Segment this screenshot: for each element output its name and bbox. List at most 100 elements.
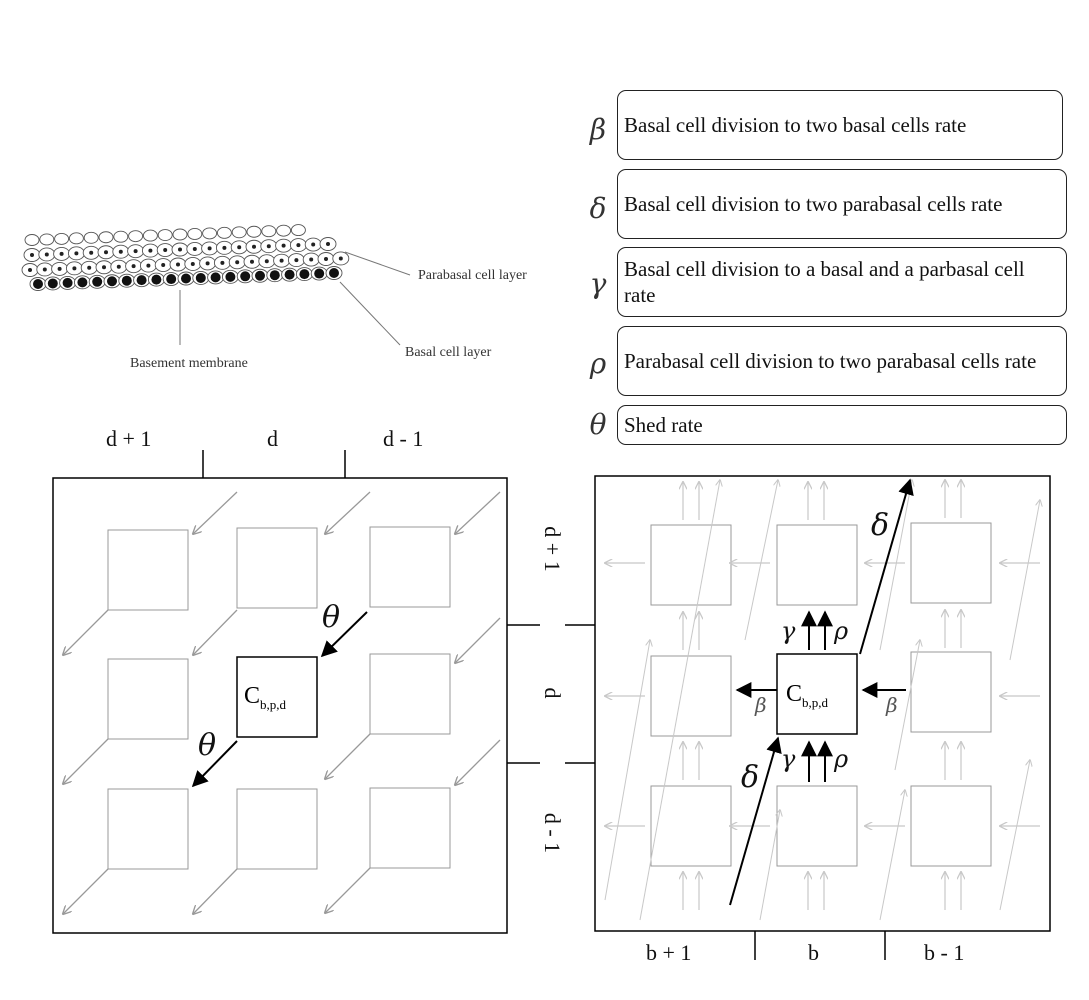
legend-delta-text: Basal cell division to two parabasal cel…	[624, 192, 1003, 216]
left-col-label-d-plus-1: d + 1	[106, 426, 152, 451]
legend-theta-text: Shed rate	[624, 413, 703, 437]
left-col-label-d: d	[267, 426, 278, 451]
basal-cell-nucleus	[284, 269, 295, 280]
delta-arrow-faint	[604, 640, 650, 901]
shed-arrow	[325, 867, 371, 913]
basal-cell-nucleus	[269, 270, 280, 281]
delta-arrow-faint	[879, 790, 905, 921]
left-grid-cell	[236, 527, 318, 609]
cell-nucleus	[207, 246, 212, 251]
basal-cell-nucleus	[195, 272, 206, 283]
right-center-cell	[776, 653, 858, 735]
cell-nucleus	[222, 245, 227, 250]
parabasal-pointer	[344, 251, 411, 276]
left-grid-cell	[107, 529, 189, 611]
basal-cell-nucleus	[47, 278, 58, 289]
right-col-label-b: b	[808, 940, 819, 965]
right-grid-cell	[776, 524, 858, 606]
shed-arrow	[455, 491, 501, 534]
left-grid-cell	[369, 787, 451, 869]
legend-gamma-symbol: γ	[589, 267, 607, 300]
right-delta-top: δ	[871, 508, 890, 543]
basal-cell-nucleus	[329, 268, 339, 278]
legend-beta-text: Basal cell division to two basal cells r…	[624, 113, 967, 137]
epithelial-cell	[216, 226, 232, 239]
shed-arrow	[325, 733, 371, 779]
delta-arrow-faint	[879, 480, 912, 651]
right-grid-cell	[910, 522, 992, 604]
cell-nucleus	[146, 263, 151, 268]
cell-nucleus	[30, 253, 34, 257]
cell-nucleus	[324, 257, 328, 261]
basal-layer-label: Basal cell layer	[405, 345, 492, 360]
legend-beta-box: Basal cell division to two basal cells r…	[617, 90, 1063, 160]
legend-delta-box: Basal cell division to two parabasal cel…	[617, 169, 1067, 239]
right-grid-cell	[776, 785, 858, 867]
epithelial-cell	[68, 232, 84, 245]
basal-cell-nucleus	[255, 270, 265, 281]
cell-nucleus	[118, 249, 123, 254]
right-rho-top: ρ	[834, 617, 849, 645]
right-col-label-b-plus-1: b + 1	[646, 940, 692, 965]
theta-arrow-in	[320, 611, 368, 658]
cell-nucleus	[296, 243, 301, 248]
epithelial-cell	[290, 224, 306, 237]
cell-nucleus	[279, 258, 284, 263]
cell-nucleus	[264, 259, 269, 264]
cell-nucleus	[28, 268, 32, 272]
basement-membrane-label: Basement membrane	[130, 356, 248, 371]
cell-nucleus	[235, 260, 240, 265]
basal-cell-nucleus	[240, 271, 251, 282]
legend-rho-box: Parabasal cell division to two parabasal…	[617, 326, 1067, 396]
legend-rho-symbol: ρ	[589, 347, 607, 380]
cell-nucleus	[311, 242, 316, 247]
right-center-cell-label: Cb,p,d	[786, 681, 828, 711]
left-center-cell-label: Cb,p,d	[244, 683, 286, 713]
right-grid-cell	[650, 785, 732, 867]
basal-cell-nucleus	[225, 271, 236, 282]
right-col-label-b-minus-1: b - 1	[924, 940, 965, 965]
cell-nucleus	[220, 260, 225, 265]
left-grid-cell	[236, 788, 318, 870]
delta-arrow-faint	[744, 480, 778, 641]
left-theta-bottom: θ	[198, 728, 217, 763]
epithelial-cell	[246, 225, 262, 238]
legend-rho-text: Parabasal cell division to two parabasal…	[624, 349, 1037, 373]
cell-nucleus	[104, 250, 108, 255]
right-beta-right: β	[886, 693, 898, 717]
cell-nucleus	[326, 242, 330, 246]
parabasal-layer-label: Parabasal cell layer	[418, 268, 527, 283]
left-grid-cell	[369, 653, 451, 735]
cell-nucleus	[338, 256, 343, 261]
epithelial-cell	[39, 233, 55, 246]
delta-arrow-in	[729, 736, 782, 906]
right-cell-main: C	[786, 681, 803, 707]
right-row-label-d-minus-1: d - 1	[540, 812, 565, 854]
legend-theta-box: Shed rate	[617, 405, 1067, 445]
basal-cell-nucleus	[92, 276, 103, 287]
left-col-label-d-minus-1: d - 1	[383, 426, 424, 451]
cell-nucleus	[87, 265, 92, 270]
right-grid-cell	[650, 524, 732, 606]
right-row-label-d: d	[540, 687, 565, 699]
delta-arrow-faint	[759, 810, 780, 921]
epithelial-cell	[157, 229, 173, 242]
cell-nucleus	[309, 257, 314, 262]
delta-arrow-out	[859, 478, 914, 655]
delta-arrow-faint	[639, 480, 720, 921]
epithelial-cell	[261, 225, 277, 238]
epithelial-cell	[231, 226, 247, 239]
left-cell-sub: b,p,d	[260, 696, 287, 712]
cell-nucleus	[59, 251, 64, 256]
basal-cell-nucleus	[77, 277, 88, 288]
right-gamma-top: γ	[781, 617, 796, 645]
left-grid-cell	[107, 658, 189, 740]
cell-nucleus	[250, 259, 254, 264]
cell-nucleus	[178, 247, 182, 252]
right-row-label-d-plus-1: d + 1	[540, 526, 565, 572]
legend-theta-symbol: θ	[589, 408, 607, 441]
basal-cell-nucleus	[62, 277, 73, 288]
epithelial-cell	[128, 230, 144, 243]
right-gamma-bottom: γ	[781, 745, 796, 773]
